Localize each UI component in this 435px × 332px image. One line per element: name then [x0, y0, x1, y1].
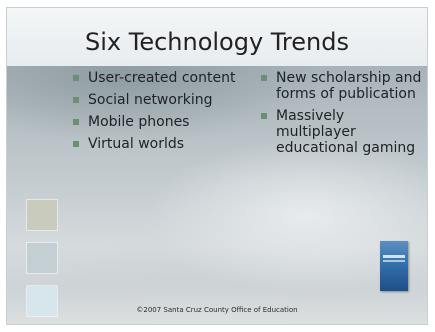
- book-cover-stripe: [383, 260, 405, 262]
- bullet-item: User-created content: [73, 70, 248, 86]
- bullet-item: Mobile phones: [73, 114, 248, 130]
- square-bullet-icon: [73, 75, 79, 81]
- slide-footer: ©2007 Santa Cruz County Office of Educat…: [136, 306, 298, 314]
- square-bullet-icon: [261, 113, 267, 119]
- bullet-text: Virtual worlds: [88, 136, 185, 152]
- left-bullet-list: User-created content Social networking M…: [73, 70, 248, 158]
- square-bullet-icon: [73, 97, 79, 103]
- bullet-text: User-created content: [88, 70, 236, 86]
- slide-title: Six Technology Trends: [85, 28, 349, 56]
- color-swatch-2: [27, 243, 57, 273]
- bullet-text: Massively multiplayer educational gaming: [276, 108, 416, 156]
- bullet-item: Massively multiplayer educational gaming: [261, 108, 426, 156]
- bullet-item: Virtual worlds: [73, 136, 248, 152]
- bullet-text: New scholarship and forms of publication: [276, 70, 422, 102]
- color-swatch-1: [27, 200, 57, 230]
- background-swoosh: [7, 66, 427, 324]
- right-bullet-list: New scholarship and forms of publication…: [261, 70, 426, 162]
- color-swatch-3: [27, 286, 57, 316]
- book-cover-stripe: [383, 255, 405, 258]
- title-band: [7, 8, 427, 66]
- book-cover-icon: [380, 241, 408, 291]
- bullet-text: Mobile phones: [88, 114, 190, 130]
- slide: Six Technology Trends User-created conte…: [7, 8, 427, 324]
- square-bullet-icon: [261, 75, 267, 81]
- bullet-text: Social networking: [88, 92, 213, 108]
- bullet-item: New scholarship and forms of publication: [261, 70, 426, 102]
- square-bullet-icon: [73, 141, 79, 147]
- bottom-band: [7, 286, 427, 324]
- square-bullet-icon: [73, 119, 79, 125]
- bullet-item: Social networking: [73, 92, 248, 108]
